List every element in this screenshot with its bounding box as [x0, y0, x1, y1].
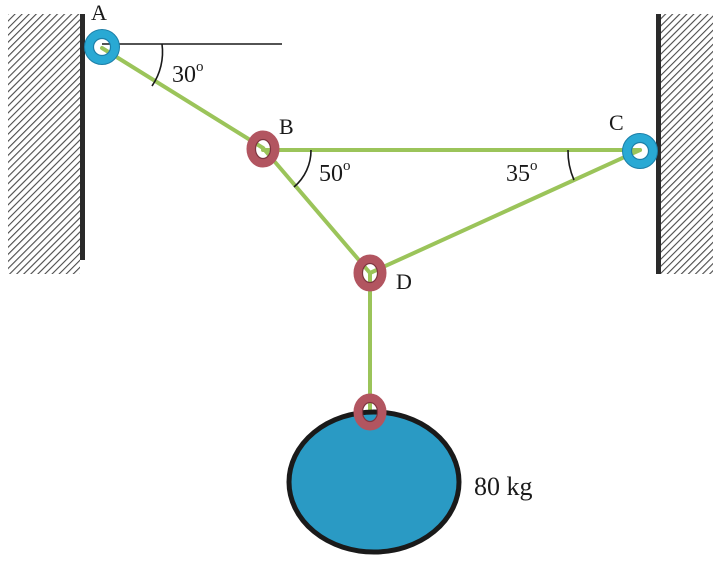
mass-label: 80 kg — [474, 472, 533, 501]
red-ring-icon — [246, 130, 280, 168]
red-ring-icon — [353, 254, 387, 292]
left-wall-hatch — [8, 14, 80, 274]
ring-a — [84, 29, 120, 65]
angle-unit-c: o — [530, 158, 538, 174]
right-wall — [656, 14, 713, 274]
angle-unit-b: o — [343, 158, 351, 174]
ropes — [100, 46, 642, 412]
ring-mass — [353, 393, 387, 431]
right-wall-hatch — [661, 14, 713, 274]
angle-label-b: 50o — [319, 158, 351, 187]
angle-arc-a — [151, 43, 164, 87]
left-wall — [8, 14, 85, 274]
rope-cd — [368, 148, 642, 275]
red-ring-icon — [353, 393, 387, 431]
point-label-c: C — [609, 110, 624, 135]
rope-ab — [100, 46, 265, 150]
point-label-b: B — [279, 114, 294, 139]
angle-value-a: 30 — [172, 62, 196, 88]
angle-label-c: 35o — [506, 158, 538, 187]
angle-value-c: 35 — [506, 161, 530, 187]
blue-ring-icon — [84, 29, 120, 65]
point-label-a: A — [91, 0, 107, 25]
angle-value-b: 50 — [319, 161, 343, 187]
ring-b — [246, 130, 280, 168]
ring-c — [622, 133, 658, 169]
mass-body — [286, 409, 462, 555]
angle-label-a: 30o — [172, 59, 204, 88]
right-wall-edge — [656, 14, 661, 274]
point-label-d: D — [396, 269, 412, 294]
angle-arc-c — [567, 149, 575, 181]
blue-ring-icon — [622, 133, 658, 169]
angle-arc-b — [293, 149, 312, 188]
angle-unit-a: o — [196, 59, 204, 75]
left-wall-edge — [80, 14, 85, 260]
rope-bd — [261, 146, 372, 275]
ring-d — [353, 254, 387, 292]
